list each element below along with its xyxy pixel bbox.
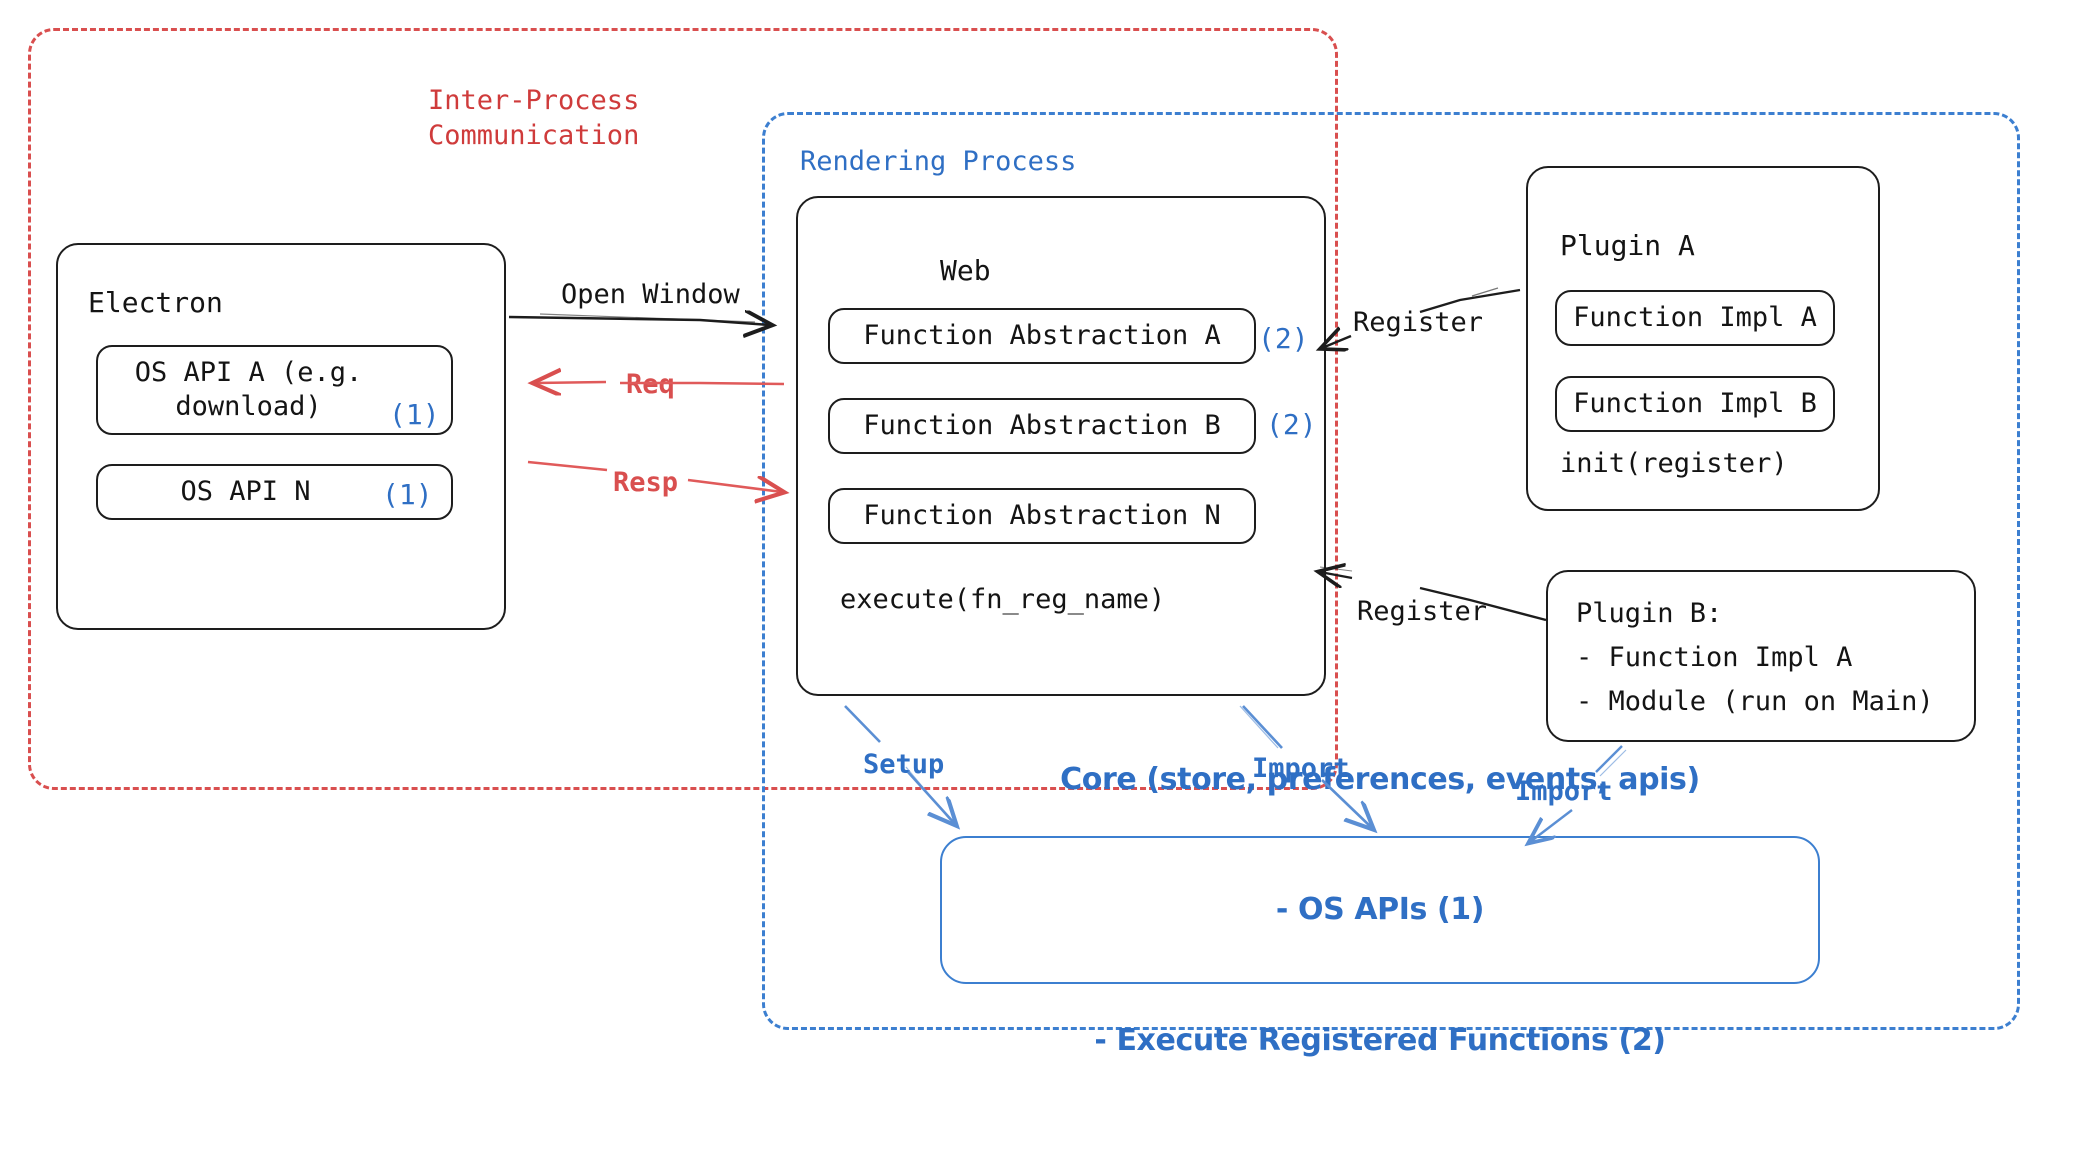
node-function-abstraction-n[interactable]: Function Abstraction N (828, 488, 1256, 544)
node-os-api-a-label: OS API A (e.g. download) (134, 357, 363, 422)
node-web-title: Web (940, 254, 991, 287)
region-label-inter-process-communication: Inter-Process Communication (428, 85, 640, 151)
node-os-api-a-marker: (1) (389, 398, 440, 431)
node-core-line-2: - Execute Registered Functions (2) (1094, 1022, 1666, 1058)
node-os-api-n-label: OS API N (180, 476, 311, 508)
node-function-abstraction-n-label: Function Abstraction N (863, 500, 1221, 532)
edge-label-import-web: Import (1252, 753, 1350, 784)
edge-label-register-bottom: Register (1357, 596, 1488, 627)
node-function-abstraction-a-label: Function Abstraction A (863, 320, 1221, 352)
node-plugin-b-line-2: - Module (run on Main) (1576, 686, 1934, 717)
edge-label-setup: Setup (863, 749, 945, 780)
edge-label-req: Req (626, 369, 675, 400)
node-function-abstraction-a-marker: (2) (1258, 322, 1309, 355)
diagram-canvas: Inter-Process Communication Rendering Pr… (28, 28, 2020, 1058)
edge-label-open-window: Open Window (561, 279, 740, 310)
node-os-api-n-marker: (1) (382, 478, 433, 511)
region-rendering-process (762, 112, 2020, 1030)
node-plugin-b-line-1: - Function Impl A (1576, 642, 1853, 673)
node-web-footer: execute(fn_reg_name) (840, 584, 1166, 615)
node-function-abstraction-b-marker: (2) (1266, 408, 1317, 441)
node-function-impl-b-label: Function Impl B (1573, 388, 1817, 420)
node-function-impl-a-label: Function Impl A (1573, 302, 1817, 334)
edge-label-register-top: Register (1353, 307, 1484, 338)
node-function-abstraction-a[interactable]: Function Abstraction A (828, 308, 1256, 364)
node-plugin-b-line-0: Plugin B: (1576, 598, 1723, 629)
node-function-impl-a[interactable]: Function Impl A (1555, 290, 1835, 346)
node-plugin-a-title: Plugin A (1560, 229, 1695, 262)
region-label-rendering-process: Rendering Process (800, 146, 1077, 177)
node-core-text: Core (store, preferences, events, apis) … (1060, 671, 1700, 1149)
node-os-api-a[interactable]: OS API A (e.g. download) (96, 345, 453, 435)
region-inter-process-communication (28, 28, 1338, 790)
node-plugin-a-footer: init(register) (1560, 448, 1788, 479)
node-core-line-1: - OS APIs (1) (1275, 892, 1485, 928)
node-core[interactable]: Core (store, preferences, events, apis) … (940, 762, 1820, 1058)
edge-label-import-plugin-b: Import (1515, 776, 1613, 807)
node-function-impl-b[interactable]: Function Impl B (1555, 376, 1835, 432)
node-electron-title: Electron (88, 286, 223, 319)
edge-label-resp: Resp (613, 467, 679, 498)
node-os-api-n[interactable]: OS API N (96, 464, 453, 520)
node-core-line-0: Core (store, preferences, events, apis) (1060, 761, 1700, 797)
node-function-abstraction-b-label: Function Abstraction B (863, 410, 1221, 442)
node-electron[interactable] (56, 243, 506, 630)
node-function-abstraction-b[interactable]: Function Abstraction B (828, 398, 1256, 454)
node-plugin-b[interactable] (1546, 570, 1976, 742)
